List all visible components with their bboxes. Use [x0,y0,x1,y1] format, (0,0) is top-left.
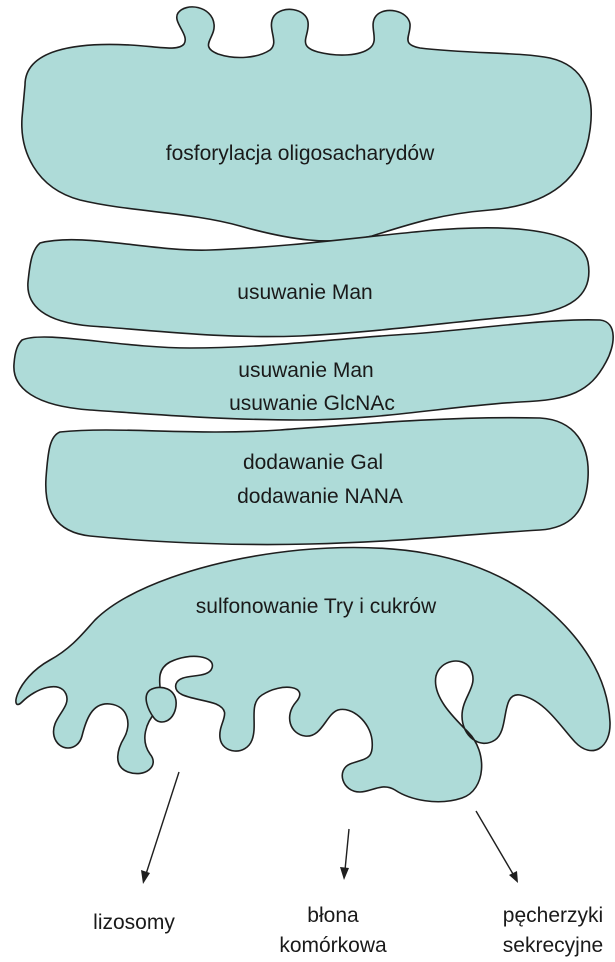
trans-cisterna [16,547,610,801]
cisterna-2-label: usuwanie Man [237,281,372,304]
destination-lizosomy: lizosomy [93,911,175,934]
destination-pecherzyki-sekrecyjne-line2: sekrecyjne [503,934,603,957]
cisterna-3-label: usuwanie Man [238,359,373,382]
arrow-blona-komorkowa [340,829,349,880]
cis-cisterna [22,7,591,241]
destination-blona-komorkowa: błona [307,904,359,927]
arrow-lizosomy [141,772,179,884]
cisterna-4-label: dodawanie Gal [243,451,383,474]
cisterna-1-label: fosforylacja oligosacharydów [166,142,435,165]
cisterna-5-label: sulfonowanie Try i cukrów [196,595,437,618]
cisterna-3-label-line2: usuwanie GlcNAc [229,392,395,415]
arrow-pecherzyki-sekrecyjne [476,811,518,883]
cisterna-4-label-line2: dodawanie NANA [237,485,403,508]
destination-blona-komorkowa-line2: komórkowa [279,934,387,957]
destination-pecherzyki-sekrecyjne: pęcherzyki [503,904,603,927]
medial-cisterna-3 [46,418,588,545]
